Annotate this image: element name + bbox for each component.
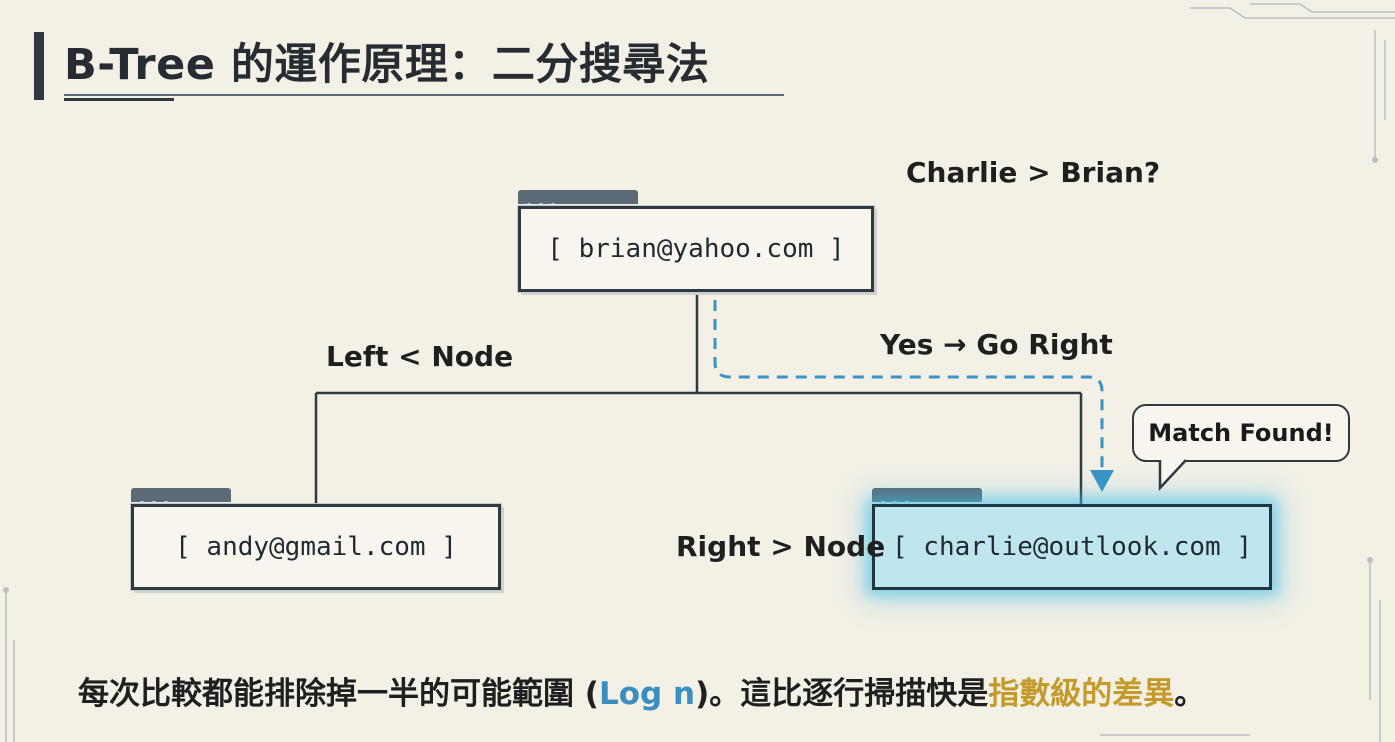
footer-part2: )。這比逐行掃描快是 [695,676,989,712]
left-node-tab [131,488,231,507]
right-node-value: [ charlie@outlook.com ] [891,532,1253,562]
page-title: B-Tree 的運作原理：二分搜尋法 [64,40,710,90]
go-right-label: Yes → Go Right [880,328,1113,361]
footer-part3: 。 [1174,676,1206,712]
left-rule-label: Left < Node [326,340,514,373]
bubble-tail [1158,458,1187,492]
search-path-arrowhead [1090,470,1114,492]
left-node-value: [ andy@gmail.com ] [175,532,457,562]
match-found-text: Match Found! [1148,419,1334,447]
footer-highlight: 指數級的差異 [988,676,1175,712]
root-node-tab [518,190,638,209]
title-underline [64,94,784,96]
title-accent-bar [34,32,44,100]
left-node: [ andy@gmail.com ] [131,504,501,590]
comparison-label: Charlie > Brian? [906,156,1161,189]
title-underline-accent [64,98,174,101]
footer-log-n: Log n [598,676,696,712]
right-node-match: [ charlie@outlook.com ] [872,504,1272,590]
root-node: [ brian@yahoo.com ] [518,206,874,292]
root-node-value: [ brian@yahoo.com ] [547,234,845,264]
footer-part1: 每次比較都能排除掉一半的可能範圍 ( [78,676,599,712]
footer-caption: 每次比較都能排除掉一半的可能範圍 (Log n)。這比逐行掃描快是指數級的差異。 [78,668,1205,713]
match-found-bubble: Match Found! [1132,404,1350,462]
search-path-dashed [713,300,1104,478]
right-rule-label: Right > Node [676,530,886,563]
right-node-tab [872,488,982,507]
